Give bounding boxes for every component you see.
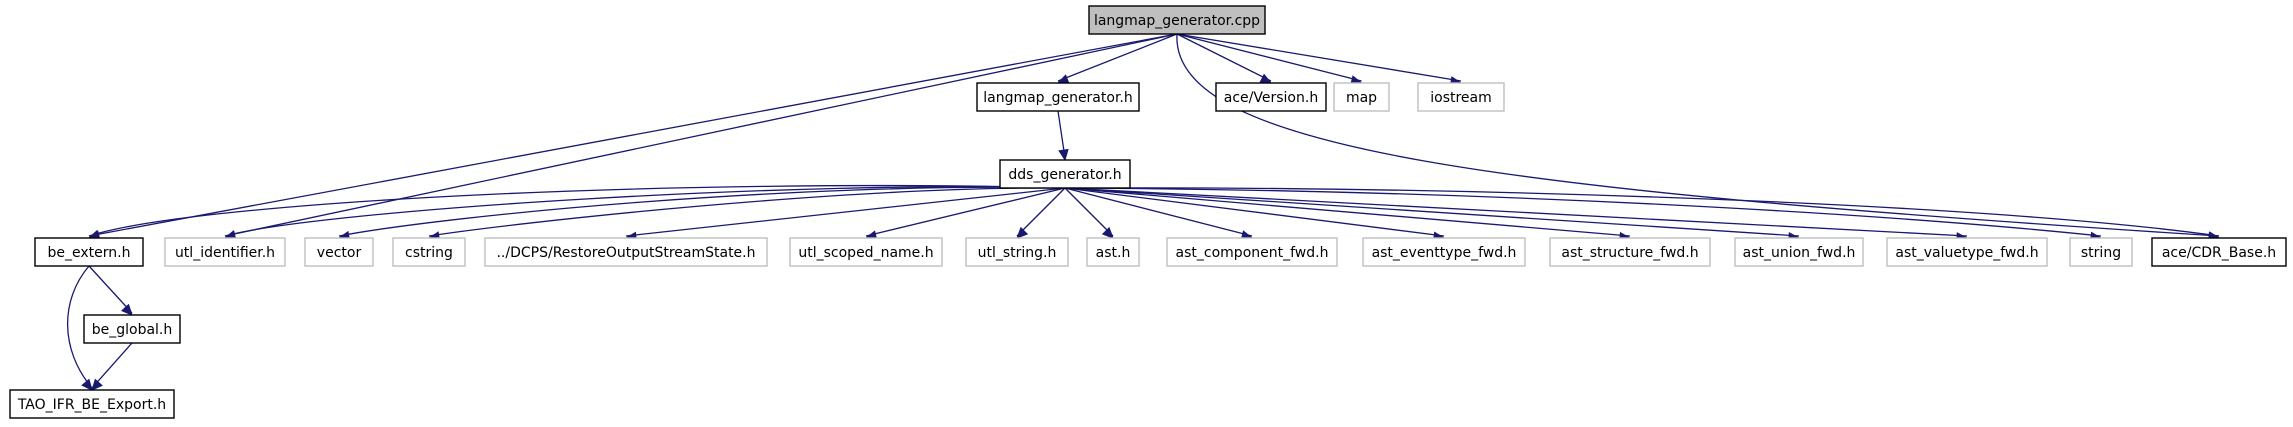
node-label: langmap_generator.cpp [1094, 13, 1260, 29]
node-ast-h: ast.h [1086, 237, 1140, 267]
node-ast-union: ast_union_fwd.h [1734, 237, 1864, 267]
node-string: string [2069, 237, 2133, 267]
node-cdr-base[interactable]: ace/CDR_Base.h [2151, 237, 2287, 267]
edge-dds_gen-to-restore [624, 187, 1066, 243]
edge-dds_gen-to-utl_string [1016, 187, 1066, 239]
node-vector: vector [304, 237, 374, 267]
edge-dds_gen-to-utl_identifier [223, 186, 1066, 241]
node-box [1417, 82, 1505, 112]
edge-root-to-be_extern [87, 33, 1178, 242]
node-be-extern[interactable]: be_extern.h [34, 237, 144, 267]
node-ast-structure: ast_structure_fwd.h [1549, 237, 1711, 267]
node-label: ast.h [1096, 245, 1131, 261]
edge-dds_gen-to-utl_scoped [864, 187, 1066, 241]
node-label: ../DCPS/RestoreOutputStreamState.h [496, 245, 755, 261]
node-label: ace/CDR_Base.h [2162, 245, 2276, 261]
node-label: ast_eventtype_fwd.h [1372, 245, 1517, 261]
node-label: string [2081, 245, 2121, 261]
node-box [304, 237, 374, 267]
node-box [1886, 237, 2048, 267]
node-box [34, 237, 144, 267]
node-box [1362, 237, 1526, 267]
node-label: iostream [1430, 90, 1492, 106]
node-box [83, 314, 181, 344]
node-utl-identifier: utl_identifier.h [164, 237, 286, 267]
edge-langmap_h-to-dds_gen [1057, 110, 1069, 162]
node-box [392, 237, 466, 267]
node-box [1088, 5, 1266, 35]
node-label: ast_component_fwd.h [1176, 245, 1329, 261]
node-label: vector [317, 245, 362, 261]
node-box [1333, 82, 1390, 112]
edge-dds_gen-to-be_extern [87, 184, 1066, 240]
node-ast-valuetype: ast_valuetype_fwd.h [1886, 237, 2048, 267]
node-label: utl_scoped_name.h [798, 245, 933, 261]
node-dds-gen[interactable]: dds_generator.h [999, 159, 1131, 189]
edge-dds_gen-to-ast_eventtype [1064, 187, 1446, 242]
node-iostream: iostream [1417, 82, 1505, 112]
node-box [2069, 237, 2133, 267]
node-cstring: cstring [392, 237, 466, 267]
edge-be_extern-to-be_global [88, 265, 133, 316]
node-box [965, 237, 1069, 267]
node-label: be_global.h [92, 322, 173, 338]
node-label: map [1346, 90, 1377, 106]
node-label: ast_union_fwd.h [1743, 245, 1856, 261]
edge-dds_gen-to-ast_structure [1064, 187, 1632, 243]
node-utl-scoped: utl_scoped_name.h [789, 237, 943, 267]
edge-dds_gen-to-ast_union [1064, 187, 1801, 243]
node-box [1166, 237, 1338, 267]
node-box [1549, 237, 1711, 267]
node-box [1086, 237, 1140, 267]
node-ast-component: ast_component_fwd.h [1166, 237, 1338, 267]
node-box [2151, 237, 2287, 267]
node-label: utl_string.h [978, 245, 1057, 261]
node-label: be_extern.h [48, 245, 131, 261]
node-tao-ifr[interactable]: TAO_IFR_BE_Export.h [9, 389, 175, 419]
edge-root-to-iostream [1176, 33, 1463, 87]
edge-root-to-utl_identifier [223, 33, 1178, 241]
edge-be_extern-to-tao_ifr [67, 265, 93, 391]
node-langmap-h[interactable]: langmap_generator.h [976, 82, 1140, 112]
node-ast-eventtype: ast_eventtype_fwd.h [1362, 237, 1526, 267]
node-version-h[interactable]: ace/Version.h [1215, 82, 1327, 112]
node-label: TAO_IFR_BE_Export.h [17, 397, 166, 413]
node-box [9, 389, 175, 419]
node-label: ast_valuetype_fwd.h [1895, 245, 2038, 261]
node-label: ace/Version.h [1224, 90, 1318, 106]
node-utl-string: utl_string.h [965, 237, 1069, 267]
edge-root-to-langmap_h [1056, 33, 1178, 85]
node-label: ast_structure_fwd.h [1561, 245, 1698, 261]
node-restore: ../DCPS/RestoreOutputStreamState.h [484, 237, 768, 267]
edge-be_global-to-tao_ifr [91, 342, 133, 391]
node-label: dds_generator.h [1008, 167, 1121, 183]
node-be-global[interactable]: be_global.h [83, 314, 181, 344]
node-box [1215, 82, 1327, 112]
node-label: langmap_generator.h [983, 90, 1133, 106]
node-label: cstring [405, 245, 453, 261]
edge-dds_gen-to-ast_valuetype [1064, 187, 1969, 243]
edge-dds_gen-to-ast_h [1064, 187, 1114, 239]
node-map: map [1333, 82, 1390, 112]
node-box [164, 237, 286, 267]
node-box [1734, 237, 1864, 267]
node-label: utl_identifier.h [175, 245, 275, 261]
edge-dds_gen-to-cstring [427, 187, 1066, 242]
node-box [484, 237, 768, 267]
node-root[interactable]: langmap_generator.cpp [1088, 5, 1266, 35]
node-box [999, 159, 1131, 189]
node-box [976, 82, 1140, 112]
node-box [789, 237, 943, 267]
